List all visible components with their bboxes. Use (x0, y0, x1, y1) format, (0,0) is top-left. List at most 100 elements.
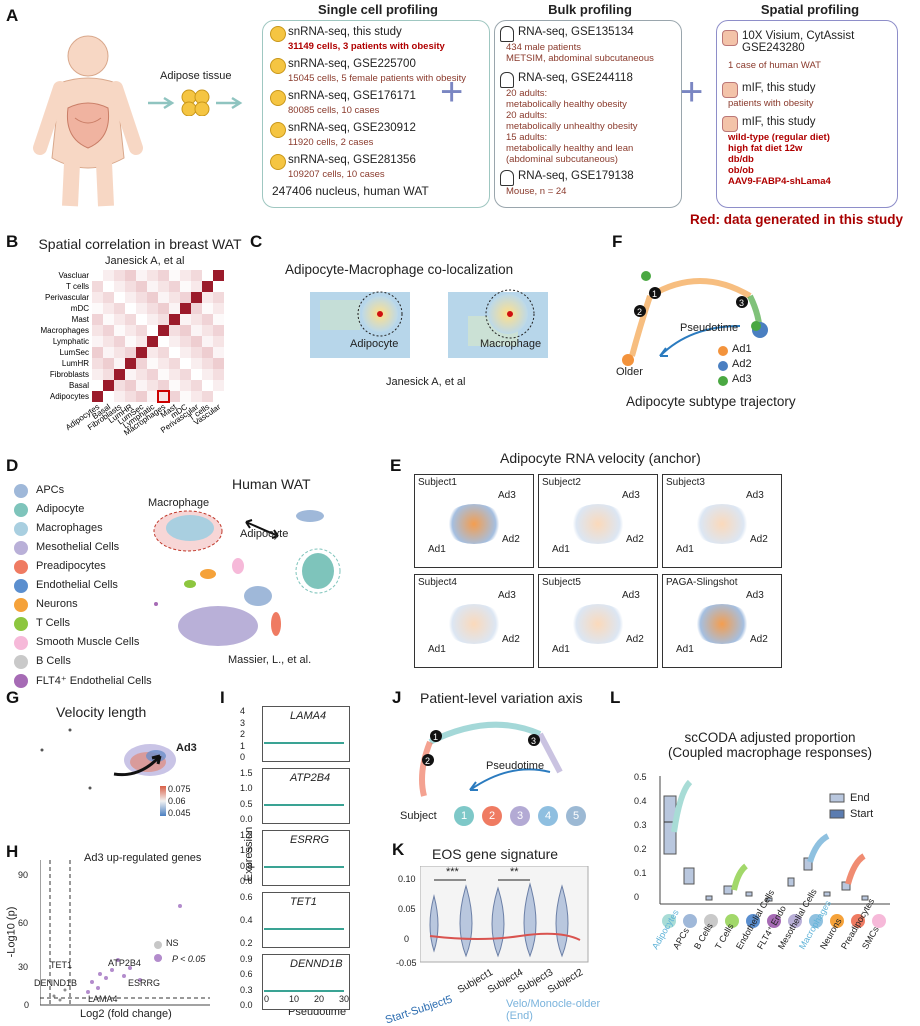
heatmap-cell (136, 369, 147, 380)
panel-label-h: H (6, 842, 19, 861)
spatial-item-desc: wild-type (regular diet) high fat diet 1… (728, 132, 831, 187)
heatmap-cell (125, 270, 136, 281)
heatmap-cell (125, 336, 136, 347)
panel-l-title: scCODA adjusted proportion (Coupled macr… (667, 730, 873, 760)
expression-ytick: 0.5 (240, 798, 253, 809)
celltype-legend-label: Adipocyte (36, 503, 85, 515)
ytick: 0 (24, 1000, 30, 1010)
celltype-legend-label: T Cells (36, 617, 71, 629)
heatmap-cell (180, 391, 191, 402)
heatmap-cell (125, 292, 136, 303)
heatmap-cell (158, 358, 169, 369)
expression-subplot (262, 892, 350, 948)
heatmap-cell (125, 303, 136, 314)
celltype-legend-label: APCs (36, 484, 65, 496)
heatmap-cell (180, 347, 191, 358)
heatmap-cell (213, 270, 224, 281)
single-item-desc: 31149 cells, 3 patients with obesity (288, 41, 445, 52)
heatmap-cell (114, 292, 125, 303)
heatmap-cell (191, 325, 202, 336)
expression-curve (264, 928, 344, 930)
heatmap-cell (125, 369, 136, 380)
end-label: Velo/Monocle-older (End) (506, 998, 601, 1022)
celltype-legend-label: Neurons (36, 598, 78, 610)
ad3-label: Ad3 (622, 490, 640, 501)
ad1-label: Ad1 (552, 544, 570, 555)
velocity-panel-title: PAGA-Slingshot (666, 577, 738, 588)
celltype-legend-label: Smooth Muscle Cells (36, 636, 140, 648)
pseudotime-xtick: 20 (314, 994, 325, 1004)
heatmap-cell (125, 347, 136, 358)
scale-mid: 0.06 (168, 796, 186, 806)
heatmap-cell (147, 314, 158, 325)
bulk-item-name: RNA-seq, GSE179138 (518, 170, 634, 182)
heatmap-cell (191, 391, 202, 402)
subject-badge: 1 (454, 806, 474, 826)
l-ytick: 0.3 (634, 820, 647, 830)
heatmap-cell (202, 281, 213, 292)
heatmap-cell (213, 325, 224, 336)
heatmap-cell (158, 347, 169, 358)
celltype-legend-label: Macrophages (36, 522, 103, 534)
expression-ytick: 0.2 (240, 938, 253, 948)
expression-ytick: 0.8 (240, 860, 253, 871)
heatmap-cell (158, 380, 169, 391)
heatmap-cell (103, 270, 114, 281)
svg-text:3: 3 (739, 298, 744, 308)
ad3-label: Ad3 (746, 590, 764, 601)
volcano-ylabel: -Log10 (p) (5, 906, 18, 958)
heatmap-cell (103, 303, 114, 314)
spatial-title: Spatial profiling (760, 2, 860, 17)
category-dot (872, 914, 886, 928)
expression-gene: ATP2B4 (290, 772, 331, 784)
expression-subplot (262, 768, 350, 824)
heatmap-cell (147, 391, 158, 402)
ad2-label: Ad2 (502, 634, 520, 645)
heatmap-cell (114, 325, 125, 336)
l-ytick: 0.5 (634, 772, 647, 782)
heatmap-cell (180, 281, 191, 292)
ytick: 60 (18, 918, 29, 928)
spatial-item-name: mIF, this study (742, 82, 816, 94)
heatmap-cell (136, 347, 147, 358)
ytick: 30 (18, 962, 29, 972)
heatmap-cell (103, 325, 114, 336)
single-cell-box (262, 20, 490, 208)
heatmap-cell (103, 347, 114, 358)
trajectory-legend-dot (718, 376, 728, 386)
heatmap-cell (125, 314, 136, 325)
celltype-legend-dot (14, 579, 28, 593)
human-body-illustration (33, 35, 143, 207)
velocity-cluster (692, 604, 752, 644)
heatmap-cell (191, 336, 202, 347)
heatmap-row-label: Perivascular (45, 293, 89, 302)
category-dot (851, 914, 865, 928)
heatmap-cell (136, 281, 147, 292)
volcano-xlabel: Log2 (fold change) (80, 1008, 172, 1020)
celltype-legend-dot (14, 617, 28, 631)
single-item-name: snRNA-seq, GSE281356 (288, 154, 416, 166)
red-note: Red: data generated in this study (690, 212, 904, 227)
heatmap-cell (92, 347, 103, 358)
single-item-name: snRNA-seq, this study (288, 26, 402, 38)
heatmap-cell (191, 314, 202, 325)
single-item-desc: 109207 cells, 10 cases (288, 169, 385, 180)
heatmap-cell (202, 347, 213, 358)
single-cell-footer: 247406 nucleus, human WAT (272, 184, 429, 198)
expression-ytick: 0.9 (240, 954, 253, 964)
spatial-item-name: mIF, this study (742, 116, 816, 128)
heatmap-cell (136, 292, 147, 303)
k-ytick: 0.10 (398, 874, 416, 884)
expression-ytick: 3 (240, 717, 246, 728)
ad1-label: Ad1 (676, 544, 694, 555)
velocity-panel-title: Subject5 (542, 577, 581, 588)
heatmap-cell (158, 336, 169, 347)
heatmap-cell (114, 358, 125, 369)
pseudotime-xtick: 10 (289, 994, 300, 1004)
legend-end: End (850, 792, 870, 804)
gene-label: TET1 (50, 960, 73, 970)
heatmap-cell (191, 347, 202, 358)
expression-ytick: 1.2 (240, 830, 253, 840)
scale-bottom: 0.045 (168, 808, 191, 818)
gene-label: LAMA4 (88, 994, 118, 1004)
